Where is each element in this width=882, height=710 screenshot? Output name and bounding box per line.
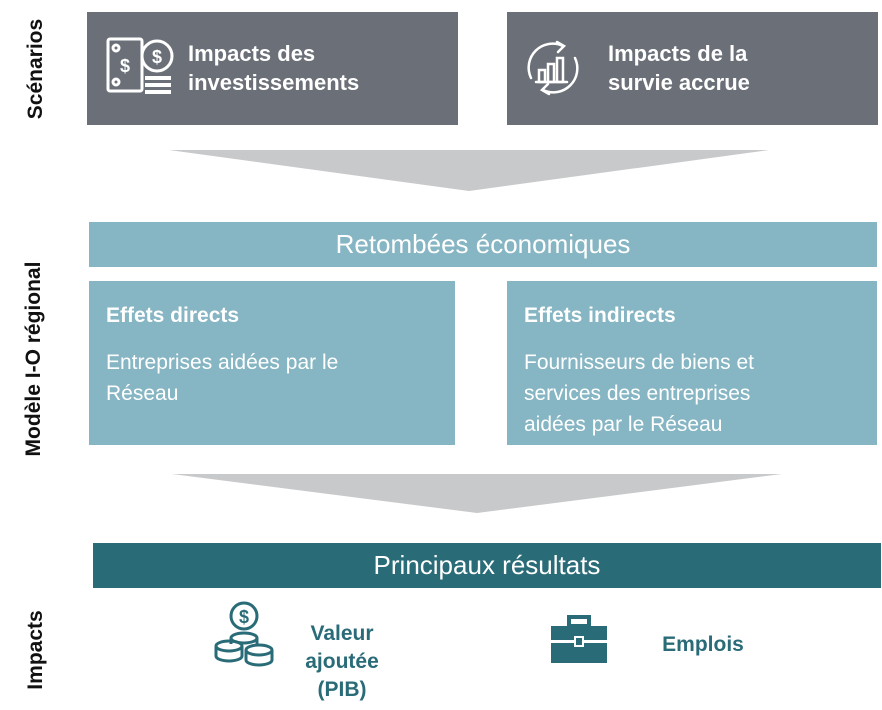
impact-label-line: Valeur — [310, 622, 374, 645]
money-stack-icon: $ $ — [106, 37, 174, 94]
side-label-scenarios: Scénarios — [24, 18, 47, 120]
impact-label-line: ajoutée — [305, 650, 379, 673]
indirect-effects-title: Effets indirects — [524, 304, 676, 327]
growth-cycle-icon — [527, 40, 579, 96]
body-line: Réseau — [106, 382, 179, 405]
body-line: Fournisseurs de biens et — [524, 351, 754, 374]
svg-text:$: $ — [239, 607, 249, 627]
scenario-box-survival: Impacts de la survie accrue — [507, 12, 878, 125]
impact-label-line: (PIB) — [317, 678, 367, 701]
scenario-box-investments: $ $ Impacts des investissements — [87, 12, 458, 125]
scenario-title-line1: Impacts de la — [608, 41, 748, 66]
scenario-title-line2: investissements — [188, 70, 360, 95]
direct-effects-body: Entreprises aidées par le Réseau — [106, 347, 338, 409]
scenario-title-investments: Impacts des investissements — [188, 39, 359, 97]
indirect-effects-box: Effets indirects Fournisseurs de biens e… — [507, 281, 877, 445]
svg-text:$: $ — [152, 47, 162, 67]
side-label-impacts: Impacts — [24, 610, 47, 690]
retombees-banner: Retombées économiques — [89, 222, 877, 267]
results-banner: Principaux résultats — [93, 543, 881, 588]
direct-effects-box: Effets directs Entreprises aidées par le… — [89, 281, 455, 445]
direct-effects-title: Effets directs — [106, 304, 240, 327]
indirect-effects-body: Fournisseurs de biens et services des en… — [524, 347, 754, 440]
impact-label-value-added: Valeur ajoutée (PIB) — [282, 620, 402, 704]
body-line: services des entreprises — [524, 382, 751, 405]
impact-label-jobs: Emplois — [662, 633, 744, 656]
body-line: Entreprises aidées par le — [106, 351, 339, 374]
scenario-title-line1: Impacts des — [188, 41, 316, 66]
body-line: aidées par le Réseau — [524, 413, 723, 436]
scenario-title-line2: survie accrue — [608, 70, 750, 95]
briefcase-icon — [551, 615, 607, 663]
down-arrow-bottom — [172, 474, 782, 513]
coins-icon: $ — [214, 601, 274, 667]
down-arrow-top — [169, 150, 769, 191]
scenario-title-survival: Impacts de la survie accrue — [608, 39, 750, 97]
svg-text:$: $ — [120, 56, 130, 76]
side-label-model: Modèle I-O régional — [22, 261, 45, 457]
